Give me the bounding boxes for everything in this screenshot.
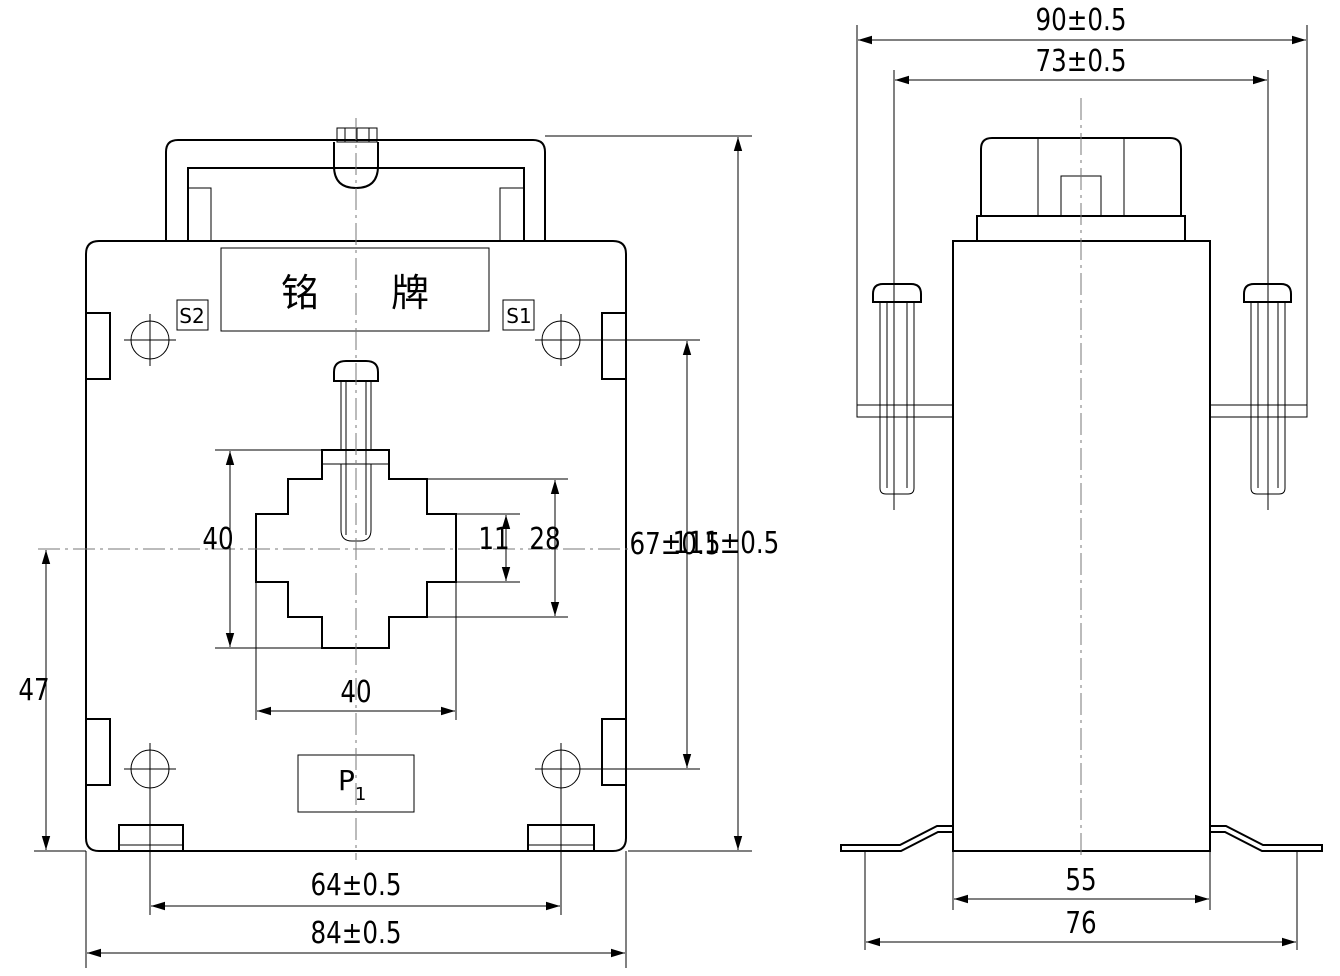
dim-body-width: 84±0.5 [310, 917, 401, 951]
nameplate-char1: 铭 [281, 271, 319, 315]
dim-hole-spacing-h: 64±0.5 [310, 869, 401, 903]
side-dimension-texts: 90±0.5 73±0.5 55 76 [1035, 4, 1126, 941]
svg-text:S2: S2 [179, 304, 204, 328]
terminal-s1-label: S1 [502, 299, 535, 331]
side-dimension-lines [858, 35, 1306, 947]
terminal-s2-label: S2 [176, 299, 209, 331]
dim-base-width: 76 [1065, 907, 1096, 941]
front-dimension-texts: 40 40 11 28 67±0.5 111±0.5 47 64±0.5 84±… [18, 523, 779, 951]
body-outline [85, 240, 627, 852]
dim-window-height: 40 [202, 523, 233, 557]
side-extension-lines [856, 25, 1308, 950]
base-feet [840, 825, 1323, 852]
dim-overall-width: 90±0.5 [1035, 4, 1126, 38]
side-plates [856, 404, 1308, 418]
front-extension-lines [34, 135, 752, 968]
dim-stud-spacing: 73±0.5 [1035, 45, 1126, 79]
left-stud [872, 283, 922, 495]
nameplate-char2: 牌 [391, 271, 429, 315]
dim-window-width: 40 [340, 676, 371, 710]
dim-step-inner: 11 [478, 523, 509, 557]
nameplate: 铭 牌 [220, 247, 490, 332]
svg-text:P1: P1 [338, 764, 366, 805]
front-view: 铭 牌 S2 S1 [18, 118, 779, 968]
dim-body-depth: 55 [1065, 864, 1096, 898]
dim-hole-spacing-v: 67±0.5 [629, 528, 720, 562]
front-dimension-lines [41, 137, 743, 958]
dim-center-height: 47 [18, 674, 49, 708]
primary-window [255, 449, 457, 649]
dim-total-height: 111±0.5 [673, 527, 780, 561]
side-view: 90±0.5 73±0.5 55 76 [840, 4, 1323, 950]
svg-text:S1: S1 [506, 304, 531, 328]
dim-step-outer: 28 [529, 523, 560, 557]
